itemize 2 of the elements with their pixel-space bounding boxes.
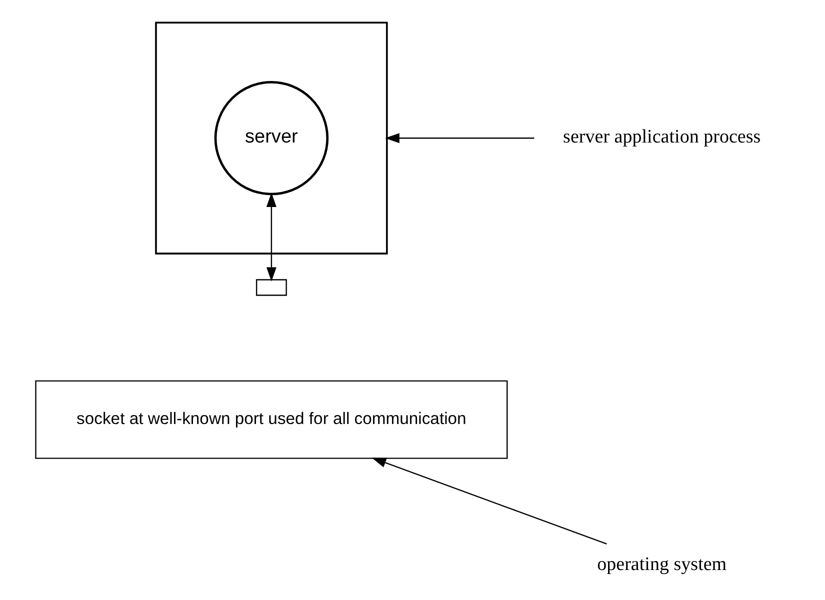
node-text: server application process <box>563 126 761 148</box>
node-text: operating system <box>597 554 727 575</box>
